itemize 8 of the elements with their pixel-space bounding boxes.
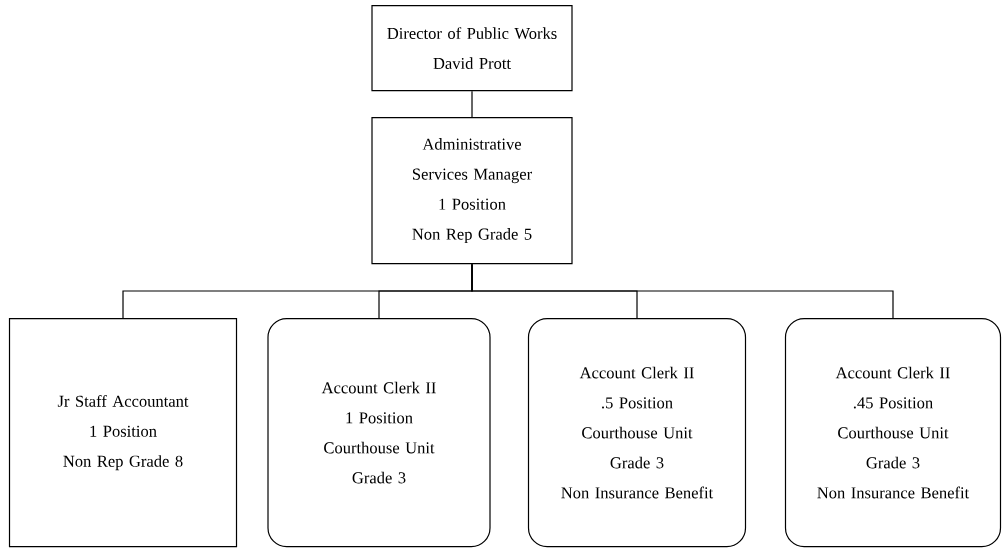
position-box: Account Clerk II .5 Position Courthouse Unit Grade 3 Non Insurance Benefit <box>527 318 747 548</box>
position-box: Account Clerk II .45 Position Courthouse Unit Grade 3 Non Insurance Benefit <box>784 318 1002 548</box>
position-box: Account Clerk II 1 Position Courthouse Unit Grade 3 <box>267 318 491 548</box>
position-box: Administrative Services Manager 1 Position Non Rep Grade 5 <box>371 117 573 265</box>
connector-line <box>471 263 894 319</box>
position-box: Jr Staff Accountant 1 Position Non Rep Grade 8 <box>8 318 238 548</box>
connector-line <box>471 90 473 118</box>
title-box: Director of Public Works David Prott <box>371 5 573 92</box>
